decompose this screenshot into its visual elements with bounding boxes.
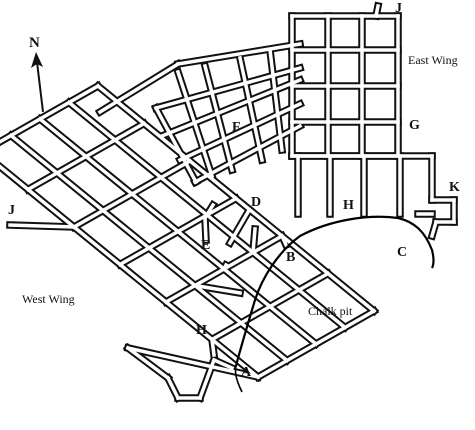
west-south-passage bbox=[197, 357, 217, 401]
middle-grid-line bbox=[159, 77, 303, 139]
middle-grid-col bbox=[268, 48, 284, 152]
label-g: G bbox=[409, 118, 420, 133]
label-e: E bbox=[201, 238, 210, 253]
west-south-passage bbox=[125, 345, 171, 381]
east-wing-label: East Wing bbox=[408, 53, 458, 67]
west-drift bbox=[210, 337, 216, 357]
east-exit-c bbox=[429, 219, 439, 239]
north-arrow: N bbox=[29, 35, 44, 113]
west-drift bbox=[251, 227, 257, 255]
label-a: A bbox=[241, 365, 252, 380]
west-drift-b bbox=[279, 233, 289, 248]
middle-grid-line bbox=[175, 41, 303, 67]
north-arrow-shaft bbox=[36, 61, 44, 113]
label-f: F bbox=[232, 120, 241, 135]
label-d: D bbox=[251, 195, 261, 210]
label-h-west: H bbox=[196, 323, 207, 338]
west-grid-line bbox=[37, 116, 319, 347]
stub-e bbox=[202, 202, 216, 221]
chalk-pit-label: Chalk pit bbox=[308, 304, 353, 318]
label-k: K bbox=[449, 180, 460, 195]
middle-grid-col bbox=[153, 105, 199, 185]
stub-d bbox=[227, 209, 251, 246]
west-adit-j bbox=[8, 223, 76, 229]
tunnel-passages bbox=[0, 3, 456, 401]
label-j-east: J bbox=[395, 1, 402, 16]
label-c: C bbox=[397, 245, 407, 260]
west-wing-label: West Wing bbox=[22, 292, 75, 306]
west-exit-a bbox=[211, 357, 235, 371]
label-j-west: J bbox=[8, 203, 15, 218]
north-label: N bbox=[29, 35, 40, 51]
middle-grid-col bbox=[202, 63, 235, 173]
west-grid-line bbox=[8, 133, 290, 363]
west-south-passage bbox=[165, 375, 181, 401]
chalk-pit-edge bbox=[234, 215, 435, 367]
east-adit-j bbox=[373, 3, 381, 19]
middle-grid-line bbox=[97, 61, 181, 115]
label-h-east: H bbox=[343, 198, 354, 213]
west-drift bbox=[221, 262, 229, 272]
label-b: B bbox=[286, 250, 295, 265]
stub-e bbox=[203, 216, 208, 242]
middle-grid-col bbox=[175, 69, 215, 179]
chalk-pit-edge-tail bbox=[234, 365, 243, 393]
north-arrow-icon bbox=[31, 52, 43, 68]
middle-grid-line bbox=[177, 101, 303, 163]
west-drift bbox=[192, 283, 243, 296]
middle-grid-col bbox=[237, 55, 265, 163]
middle-grid-line bbox=[153, 65, 303, 111]
west-grid-line bbox=[95, 83, 377, 314]
